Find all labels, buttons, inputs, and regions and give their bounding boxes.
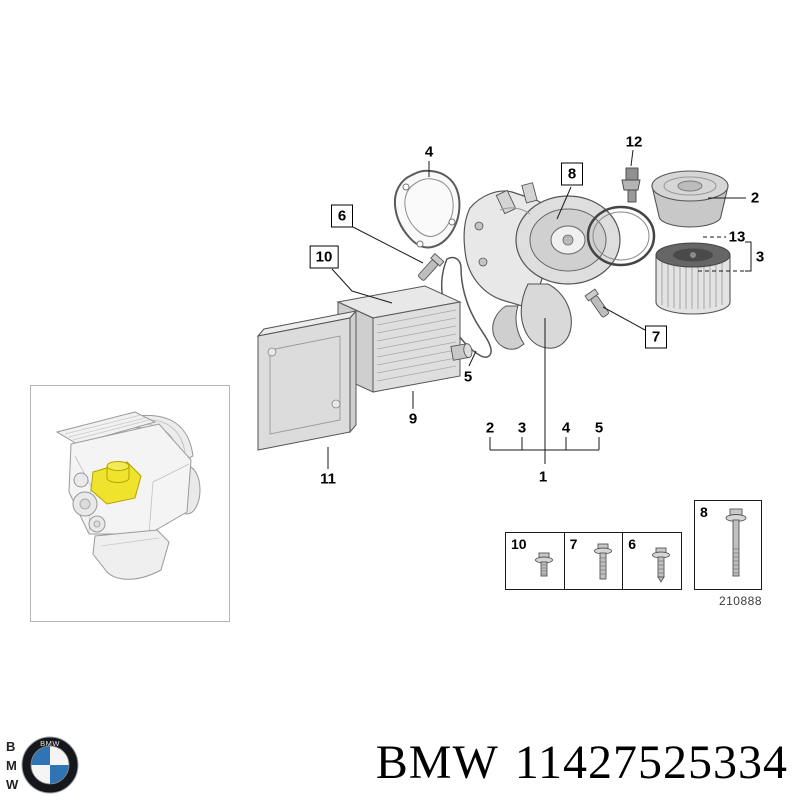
- callout-9: 9: [408, 410, 418, 428]
- legend-label-6: 6: [628, 536, 636, 552]
- part-number-text: 11427525334: [514, 736, 788, 789]
- bracket-item-4: 4: [561, 419, 571, 437]
- logo-letter-w: W: [6, 776, 19, 792]
- legend-label-8: 8: [700, 504, 708, 520]
- legend-label-10: 10: [511, 536, 527, 552]
- callout-13: 13: [728, 228, 746, 246]
- bolt-icon: [652, 547, 671, 583]
- bmw-vertical-letters: B M W: [6, 737, 18, 794]
- callout-8: 8: [561, 162, 583, 186]
- part-o-ring: [586, 205, 656, 267]
- callout-5: 5: [463, 368, 473, 386]
- part-gasket: [393, 169, 461, 249]
- part-filter-cap: [651, 170, 729, 228]
- callout-1: 1: [538, 468, 548, 486]
- legend-cell-6: 6: [622, 532, 683, 590]
- bolt-icon: [535, 552, 553, 577]
- part-oil-cooler: [336, 285, 473, 393]
- brand-text: BMW: [375, 736, 499, 789]
- legend-cell-7: 7: [563, 532, 624, 590]
- callout-leader-lines: [327, 149, 752, 469]
- bracket-item-5: 5: [594, 419, 604, 437]
- callout-10: 10: [309, 245, 339, 269]
- legend-label-7: 7: [569, 536, 578, 552]
- engine-thumbnail-art: [55, 411, 201, 580]
- engine-location-thumbnail: [30, 385, 230, 622]
- roundel-text: BMW: [40, 739, 60, 748]
- logo-letter-b: B: [6, 738, 16, 754]
- callout-2: 2: [750, 189, 760, 207]
- part-filter-element: [655, 242, 731, 315]
- legend-cell-8: 8: [694, 500, 762, 590]
- bmw-roundel-icon: BMW: [21, 736, 79, 794]
- callout-11: 11: [320, 470, 336, 488]
- part-cover-plate: [256, 309, 358, 451]
- diagram-number: 210888: [718, 594, 762, 608]
- legend-cell-10: 10: [505, 532, 565, 590]
- bolt-icon: [593, 543, 612, 580]
- callout-12: 12: [625, 133, 643, 151]
- callout-3: 3: [755, 248, 765, 266]
- callout-6: 6: [331, 204, 353, 228]
- callout-7: 7: [645, 325, 667, 349]
- bracket-item-3: 3: [517, 419, 527, 437]
- part-caption: BMW 11427525334: [376, 735, 788, 790]
- part-sensor: [621, 167, 641, 203]
- bmw-logo: B M W BMW: [6, 736, 79, 794]
- callout-4: 4: [424, 143, 434, 161]
- bolt-icon: [725, 508, 747, 577]
- part-oil-filter-housing: [463, 182, 621, 350]
- logo-letter-m: M: [6, 757, 17, 773]
- bracket-item-2: 2: [485, 419, 495, 437]
